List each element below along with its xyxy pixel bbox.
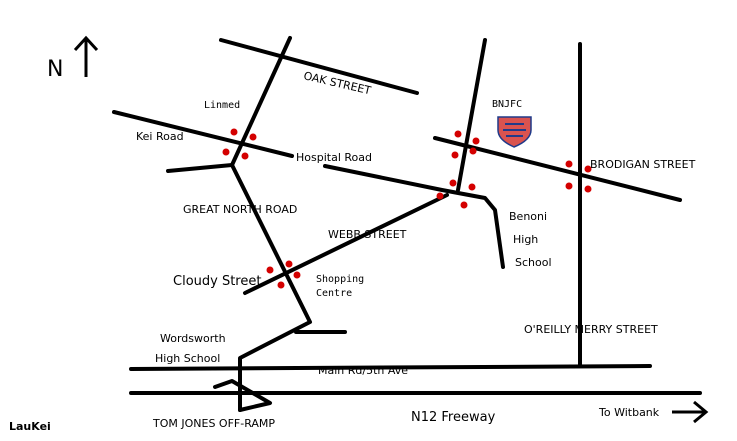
bnjfc-label: BNJFC	[492, 99, 522, 110]
east-arrow-icon	[672, 400, 709, 424]
club-badge-icon	[497, 116, 532, 148]
marker-dot	[584, 165, 592, 173]
cloudy-street-label: Cloudy Street	[173, 274, 261, 289]
oak-street-road	[219, 38, 419, 95]
benoni-high-school-label-2: High	[513, 233, 538, 246]
to-witbank-label: To Witbank	[598, 406, 660, 419]
north-label: N	[47, 57, 63, 82]
marker-dot	[468, 183, 476, 191]
tom-jones-off-ramp-label: TOM JONES OFF-RAMP	[152, 417, 275, 430]
oreilly-merry-street-label: O'REILLY MERRY STREET	[524, 323, 658, 336]
marker-dot	[293, 271, 301, 279]
marker-dot	[454, 130, 462, 138]
brodigan-street-label: BRODIGAN STREET	[590, 158, 696, 171]
marker-dot	[449, 179, 457, 187]
webb-street-road	[243, 193, 449, 295]
webb-street-label: WEBB STREET	[328, 228, 407, 241]
benoni-high-school-label-1: Benoni	[509, 210, 547, 223]
hospital-road	[323, 164, 505, 269]
linmed-label: Linmed	[204, 100, 240, 111]
main-rd-label: Main Rd/5th Ave	[318, 364, 408, 377]
marker-dot	[241, 152, 249, 160]
marker-dot	[277, 281, 285, 289]
north-road-bnjfc	[456, 38, 487, 192]
signature-label: LauKei	[9, 420, 51, 433]
kei-road-label: Kei Road	[136, 130, 184, 143]
brodigan-street-road	[433, 136, 682, 202]
marker-dot	[436, 192, 444, 200]
marker-dot	[249, 133, 257, 141]
marker-dot	[460, 201, 468, 209]
marker-dot	[584, 185, 592, 193]
marker-dot	[565, 182, 573, 190]
marker-dot	[565, 160, 573, 168]
marker-dot	[451, 151, 459, 159]
benoni-high-school-label-3: School	[515, 256, 552, 269]
great-north-road-label: GREAT NORTH ROAD	[183, 203, 297, 216]
shopping-centre-label-2: Centre	[316, 288, 352, 299]
marker-dot	[266, 266, 274, 274]
wordsworth-high-school-label-1: Wordsworth	[160, 332, 226, 345]
marker-dot	[469, 147, 477, 155]
intersection-markers	[222, 128, 592, 289]
north-arrow-icon	[73, 35, 99, 77]
shopping-centre-label-1: Shopping	[316, 274, 364, 285]
marker-dot	[222, 148, 230, 156]
tom-jones-off-ramp-road	[213, 379, 272, 412]
marker-dot	[285, 260, 293, 268]
main-rd-road	[129, 364, 652, 371]
marker-dot	[230, 128, 238, 136]
marker-dot	[472, 137, 480, 145]
kei-road	[112, 110, 294, 158]
hospital-road-label: Hospital Road	[296, 151, 372, 164]
wordsworth-high-school-label-2: High School	[155, 352, 220, 365]
n12-freeway-label: N12 Freeway	[411, 410, 496, 425]
